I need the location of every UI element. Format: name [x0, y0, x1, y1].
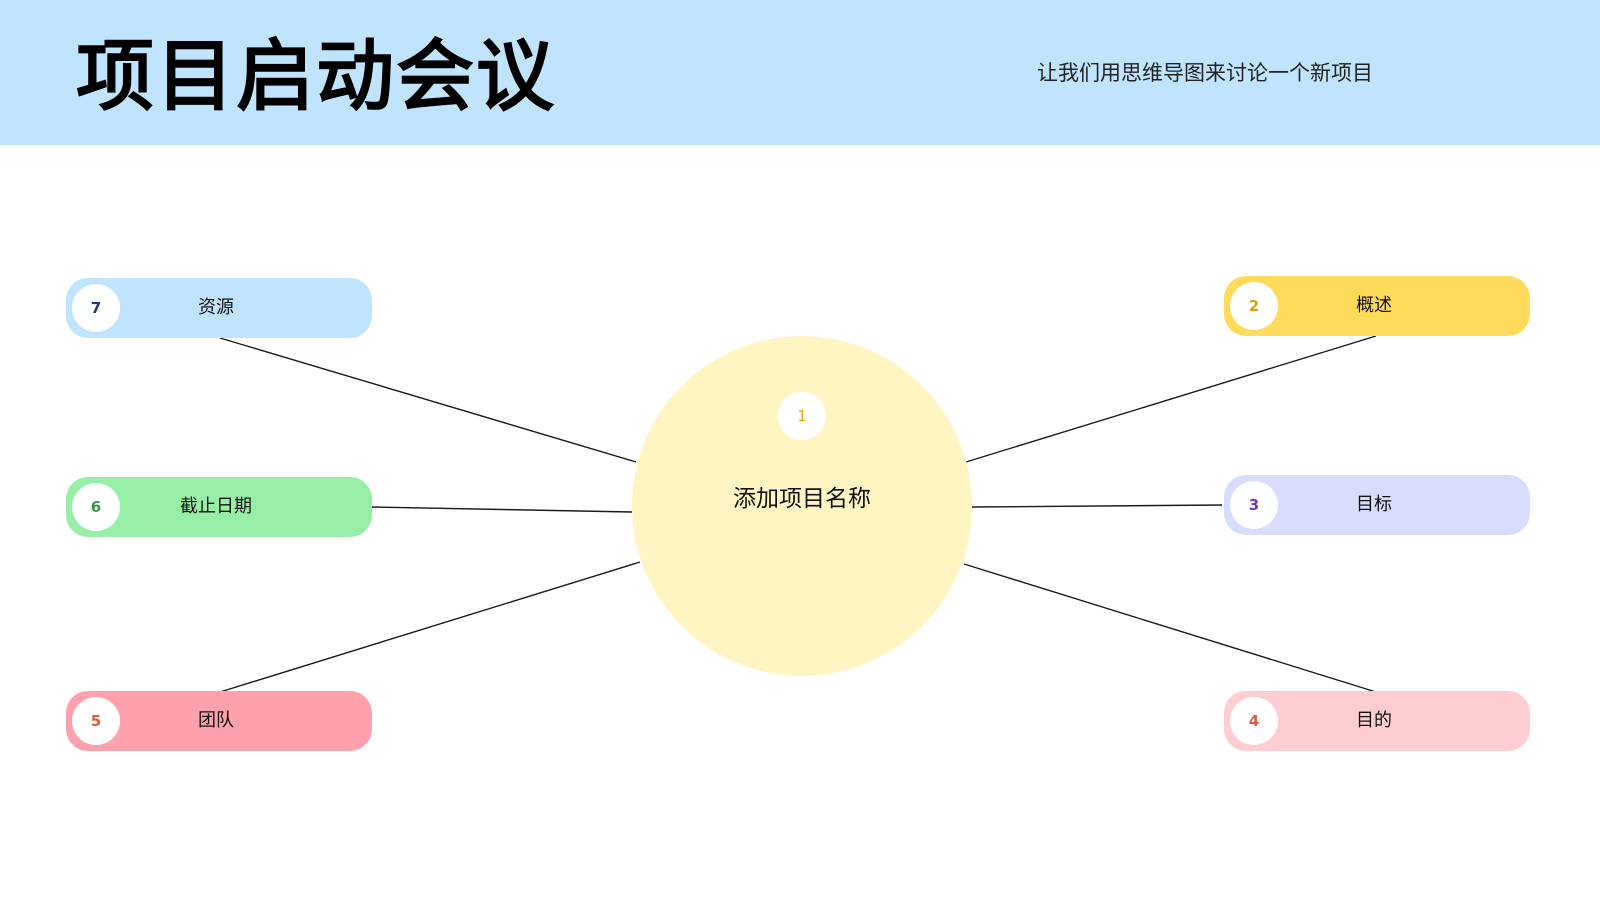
branch-label: 目的	[1356, 710, 1392, 731]
connector-overview	[965, 335, 1377, 463]
center-node[interactable]: 1 添加项目名称	[632, 336, 972, 676]
branch-label: 资源	[198, 297, 234, 318]
branch-label: 目标	[1356, 494, 1392, 515]
branch-label: 概述	[1356, 295, 1392, 316]
branch-resources[interactable]: 7 资源	[66, 278, 372, 338]
page-title: 项目启动会议	[76, 32, 557, 122]
connector-goal	[971, 504, 1223, 508]
connector-deadline	[371, 506, 633, 513]
header-banner: 项目启动会议 让我们用思维导图来讨论一个新项目	[0, 0, 1600, 145]
connector-purpose	[963, 563, 1377, 693]
branch-team[interactable]: 5 团队	[66, 691, 372, 751]
branch-number-badge: 7	[72, 284, 120, 332]
branch-number-badge: 5	[72, 697, 120, 745]
branch-purpose[interactable]: 4 目的	[1224, 691, 1530, 751]
center-label: 添加项目名称	[733, 486, 871, 512]
branch-number-badge: 4	[1230, 697, 1278, 745]
branch-number-badge: 2	[1230, 282, 1278, 330]
branch-label: 团队	[198, 710, 234, 731]
branch-goal[interactable]: 3 目标	[1224, 475, 1530, 535]
connector-resources	[219, 337, 637, 463]
page-subtitle: 让我们用思维导图来讨论一个新项目	[1037, 61, 1373, 85]
branch-number-badge: 6	[72, 483, 120, 531]
connector-team	[219, 561, 641, 693]
branch-number-badge: 3	[1230, 481, 1278, 529]
branch-overview[interactable]: 2 概述	[1224, 276, 1530, 336]
branch-label: 截止日期	[180, 496, 252, 517]
center-number-badge: 1	[778, 392, 826, 440]
branch-deadline[interactable]: 6 截止日期	[66, 477, 372, 537]
